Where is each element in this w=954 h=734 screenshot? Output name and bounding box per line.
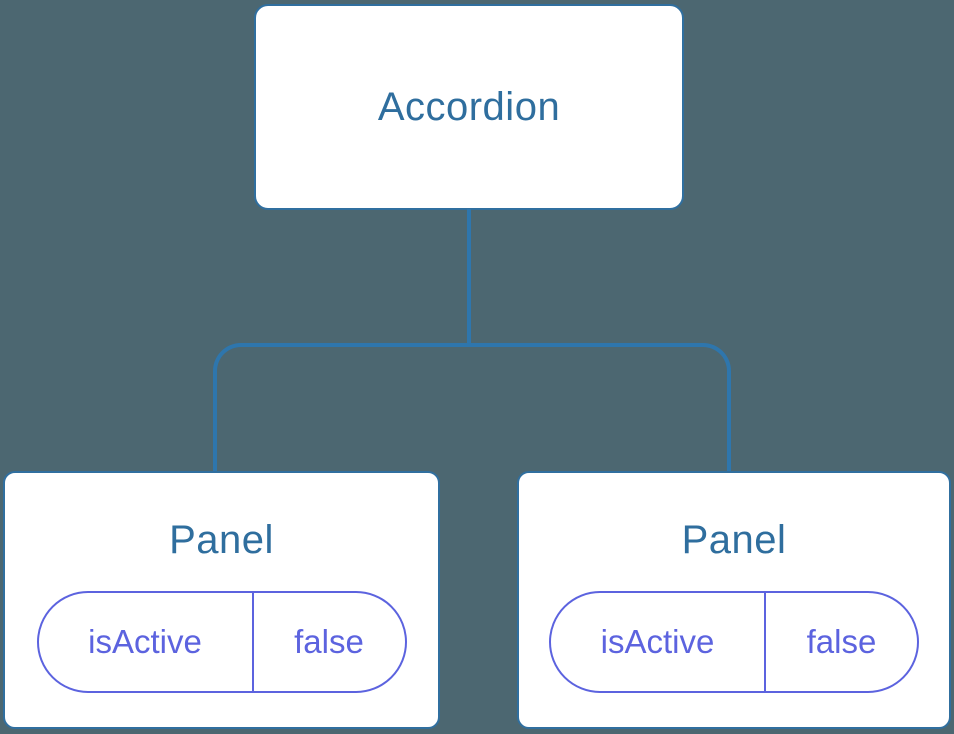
state-key: isActive [88, 623, 202, 660]
state-pill: isActive false [549, 591, 919, 693]
tree-node-accordion: Accordion [254, 4, 684, 210]
accordion-node-label: Accordion [377, 84, 561, 129]
connector-bracket [213, 343, 731, 471]
state-value: false [251, 593, 405, 691]
tree-node-panel-left: Panel isActive false [3, 471, 440, 729]
tree-node-panel-right: Panel isActive false [517, 471, 951, 729]
state-value: false [764, 593, 917, 691]
state-key: isActive [600, 623, 715, 660]
state-pill: isActive false [36, 591, 407, 693]
panel-node-label: Panel [169, 518, 274, 562]
connector-stem [467, 209, 471, 345]
panel-node-label: Panel [681, 518, 787, 562]
